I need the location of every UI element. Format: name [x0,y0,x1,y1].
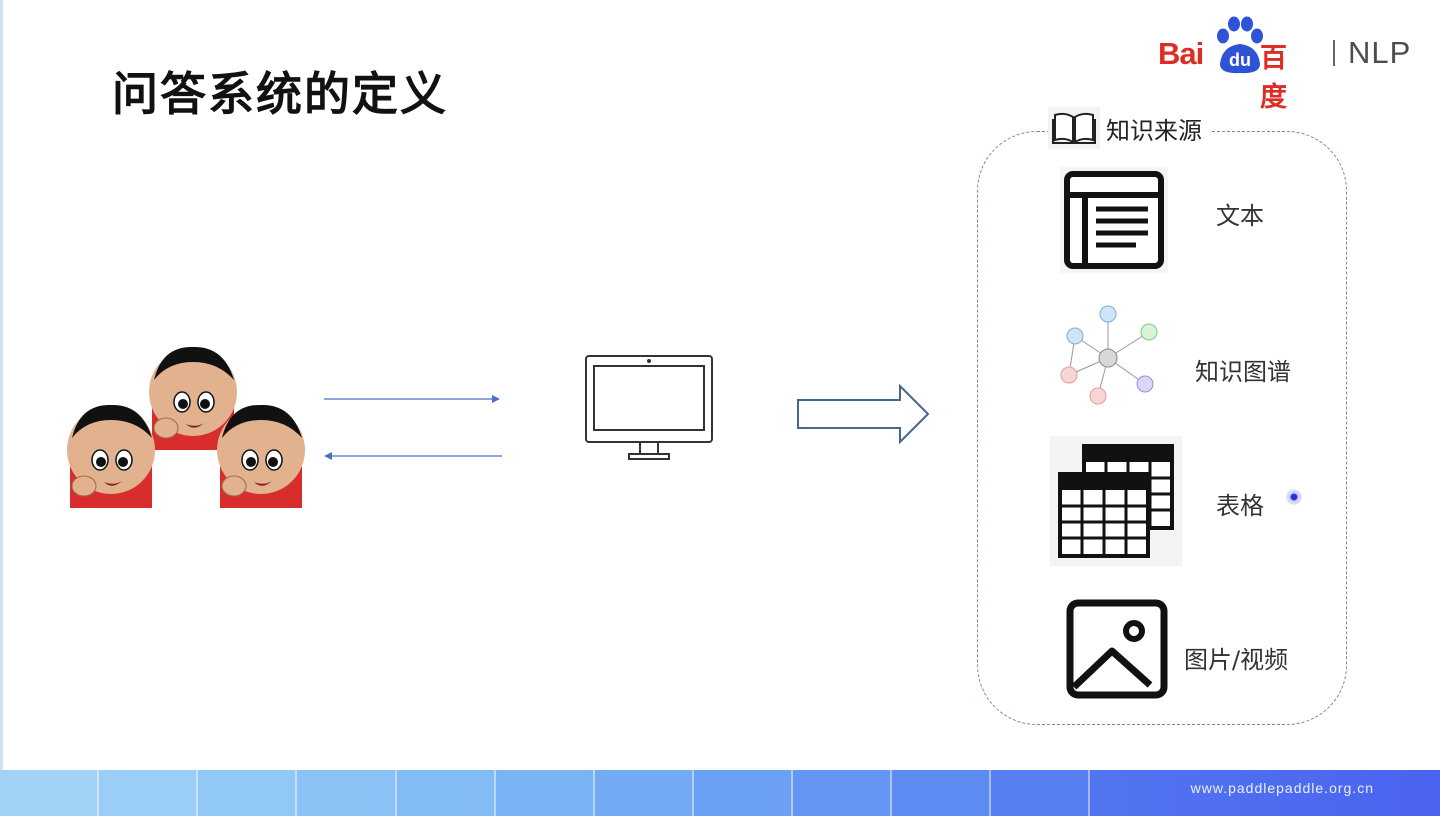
pointer-cursor-dot [1286,489,1302,505]
footer-segment [297,770,397,816]
footer-segment [198,770,298,816]
footer-segment [396,770,496,816]
source-label-image-video: 图片/视频 [1184,646,1289,674]
baidu-paw-icon: du [1217,16,1263,74]
footer-segment [1090,770,1440,816]
knowledge-source-title: 知识来源 [1106,116,1202,145]
kid-avatar-left [66,404,156,509]
book-icon [1048,107,1100,149]
table-icon [1050,436,1182,566]
question-arrow [324,395,500,403]
footer-segment [495,770,595,816]
source-label-text: 文本 [1216,202,1264,230]
footer-segment [892,770,992,816]
footer-segment [991,770,1091,816]
retrieval-arrow-icon [797,384,930,444]
footer-url: www.paddlepaddle.org.cn [1190,780,1374,796]
answer-arrow [324,452,502,460]
kid-avatar-right [216,404,306,509]
footer-segment [594,770,694,816]
logo-separator [1333,40,1335,66]
slide-title: 问答系统的定义 [112,67,448,121]
footer-segment [0,770,100,816]
footer-segment [793,770,893,816]
computer-monitor-icon [585,355,713,460]
source-label-table: 表格 [1216,492,1264,520]
slide-left-edge [0,0,3,770]
logo-product-text: NLP [1348,35,1412,70]
text-document-icon [1060,167,1168,273]
users-illustration [66,346,306,509]
image-icon [1066,599,1168,699]
footer-segment [693,770,793,816]
footer-segment [99,770,199,816]
knowledge-source-header: 知识来源 [1048,106,1210,150]
footer-band [0,770,1440,816]
knowledge-graph-icon [1060,305,1158,405]
logo-paw-text: du [1229,50,1251,70]
logo-chinese-text: 百度 [1260,43,1287,113]
source-label-knowledge-graph: 知识图谱 [1195,358,1291,386]
logo-latin-text: Bai [1158,36,1204,71]
